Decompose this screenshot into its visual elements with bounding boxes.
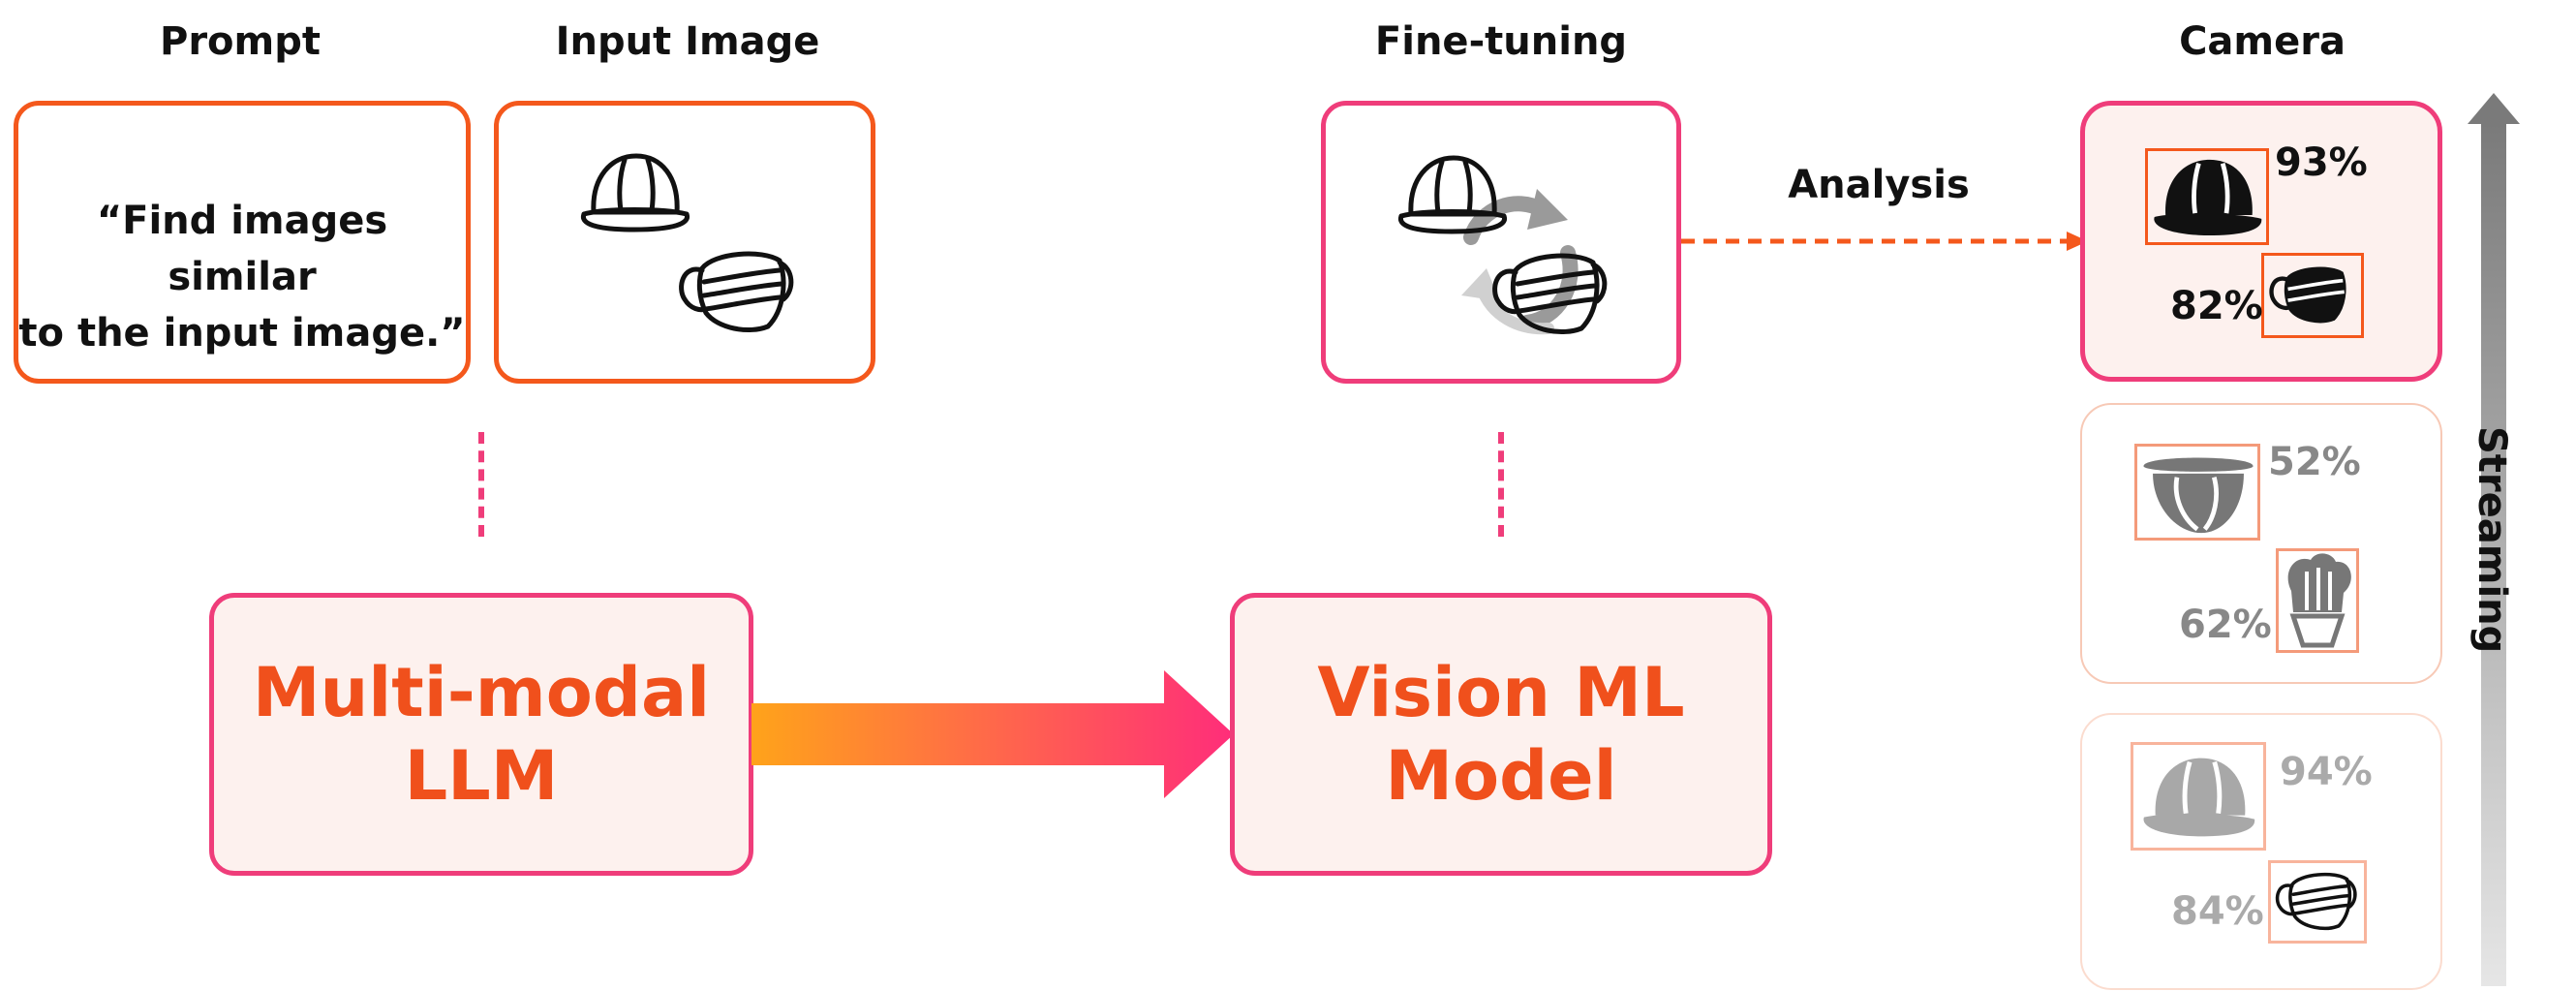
mask-confidence: 82%	[2170, 284, 2263, 328]
prompt-header: Prompt	[160, 19, 321, 64]
camera-frame-3: 94% 84%	[2080, 713, 2442, 990]
fine-tuning-card	[1321, 101, 1681, 384]
camera-frame-2: 52% 62%	[2080, 403, 2442, 684]
face-mask-icon	[2275, 872, 2357, 931]
hard-hat-icon	[1394, 150, 1516, 243]
helmet-confidence: 93%	[2275, 140, 2368, 185]
streaming-label: Streaming	[2469, 426, 2514, 654]
hat-detection-box	[2134, 444, 2260, 541]
hat-confidence: 52%	[2268, 440, 2361, 484]
llm-line-2: LLM	[404, 736, 559, 816]
chef-confidence: 62%	[2179, 603, 2272, 647]
streaming-arrow	[2468, 93, 2520, 986]
vision-line-1: Vision ML	[1317, 653, 1685, 732]
prompt-card: “Find images similar to the input image.…	[14, 101, 471, 384]
chef-hat-icon	[2287, 553, 2351, 648]
vision-ml-model-box: Vision ML Model	[1230, 593, 1772, 876]
input-image-header: Input Image	[555, 19, 820, 64]
face-mask-icon	[1488, 241, 1614, 348]
mask-detection-box	[2261, 253, 2364, 338]
input-image-card	[494, 101, 875, 384]
mask-detection-box	[2268, 860, 2367, 944]
multimodal-llm-box: Multi-modal LLM	[209, 593, 753, 876]
fine-tuning-connector	[1498, 432, 1504, 537]
hard-hat-icon	[2149, 152, 2265, 241]
analysis-arrow	[1681, 232, 2088, 251]
helmet-confidence: 94%	[2280, 750, 2373, 794]
camera-header: Camera	[2179, 19, 2346, 64]
prompt-text: “Find images similar to the input image.…	[18, 193, 466, 361]
chef-detection-box	[2276, 548, 2359, 653]
llm-line-1: Multi-modal	[252, 653, 711, 732]
mask-confidence: 84%	[2171, 889, 2264, 934]
face-mask-icon	[2265, 257, 2360, 334]
hard-hat-icon	[2143, 457, 2254, 534]
prompt-line-1: “Find images similar	[96, 199, 388, 299]
vision-line-2: Model	[1385, 736, 1617, 816]
flow-arrow	[751, 670, 1234, 798]
prompt-connector	[478, 432, 484, 537]
helmet-detection-box	[2145, 148, 2269, 245]
fine-tuning-header: Fine-tuning	[1374, 19, 1628, 64]
hard-hat-icon	[2138, 750, 2258, 843]
prompt-line-2: to the input image.”	[18, 311, 466, 356]
camera-frame-1: 93% 82%	[2080, 101, 2442, 382]
analysis-label: Analysis	[1788, 163, 1970, 207]
hard-hat-icon	[576, 148, 698, 241]
face-mask-icon	[675, 239, 801, 346]
helmet-detection-box	[2131, 742, 2266, 851]
